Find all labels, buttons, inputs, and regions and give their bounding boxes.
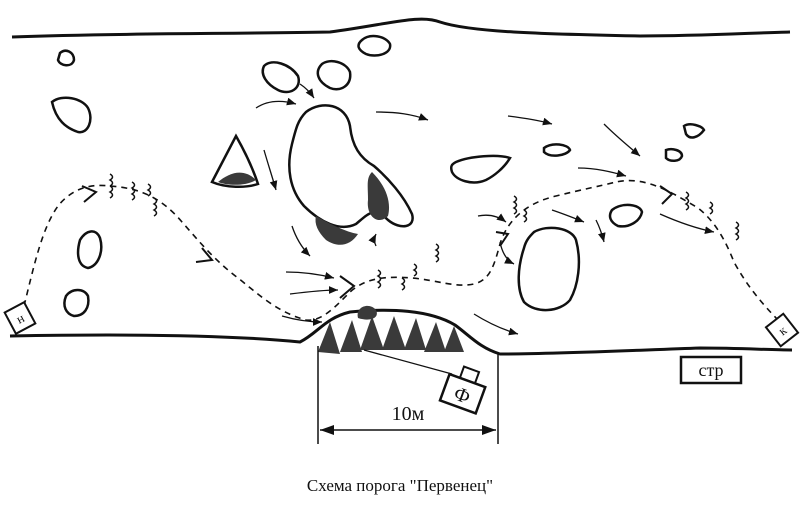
wave-symbols [108,173,740,291]
diagram-caption: Схема порога "Первенец" [306,476,494,495]
dimension-label: 10м [392,403,425,425]
dimension-line [317,346,499,444]
photo-point-label: Ф [451,383,473,409]
triangular-rock [210,133,260,188]
route-chevrons [81,185,674,299]
eddy-shading [315,172,390,245]
belay-label: стр [698,360,723,380]
stone-under-shoal [357,305,377,320]
shoal-teeth [318,316,464,354]
top-bank [11,17,791,39]
finish-marker: к [764,312,800,348]
start-marker: н [3,300,37,336]
photo-point: Ф [363,349,487,416]
rocks [50,34,706,318]
bottom-bank [9,308,793,356]
belay-box: стр [679,355,743,385]
